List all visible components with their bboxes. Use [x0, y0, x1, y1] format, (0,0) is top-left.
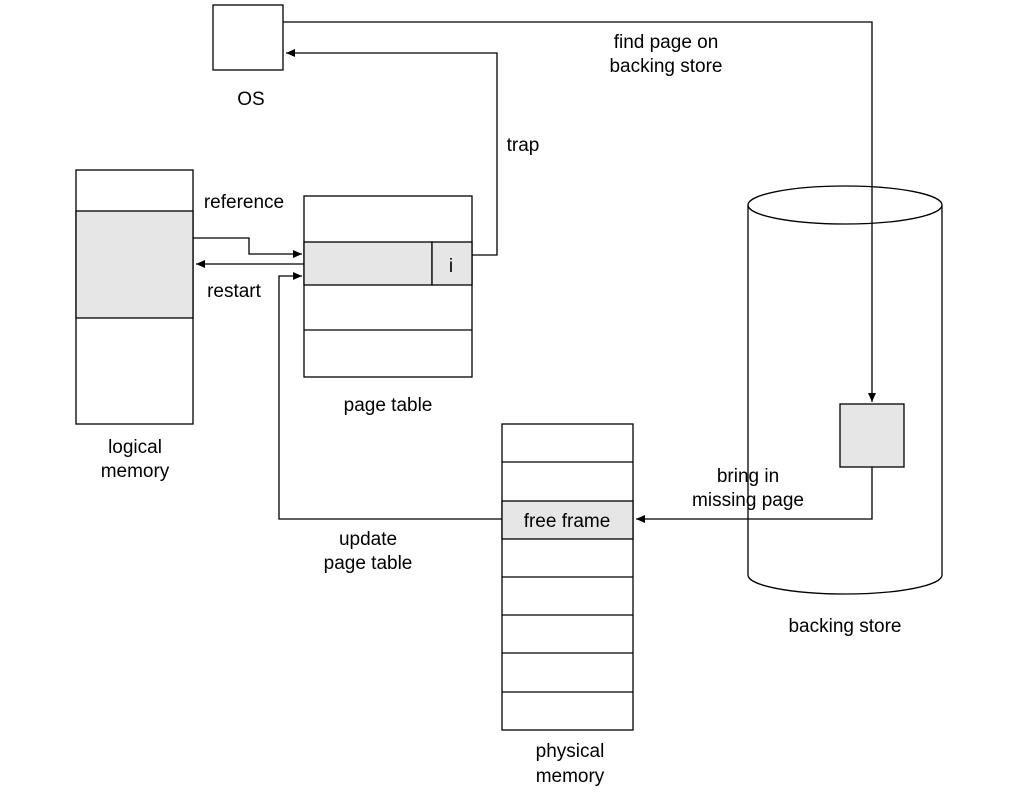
- logical-memory-referenced-page: [75, 210, 194, 319]
- page-table: [303, 195, 473, 378]
- update-page-table-arrow: [278, 272, 502, 520]
- restart-label: restart: [207, 281, 262, 302]
- trap-label: trap: [507, 135, 540, 156]
- physical-memory-label-line1: physical: [536, 741, 605, 762]
- find-page-label-line2: backing store: [609, 56, 722, 77]
- backing-store-label: backing store: [788, 616, 901, 637]
- backing-store-top: [747, 185, 943, 225]
- find-page-label-line1: find page on: [614, 32, 719, 53]
- backing-store-body: [747, 205, 943, 595]
- page-table-label: page table: [344, 395, 433, 416]
- os-label: OS: [237, 89, 264, 110]
- physical-memory: [501, 423, 634, 731]
- os-box: [212, 4, 284, 71]
- find-page-arrow: [283, 21, 876, 402]
- missing-page-block: [839, 403, 905, 468]
- invalid-bit-label: i: [449, 256, 453, 277]
- update-label-line2: page table: [324, 553, 413, 574]
- physical-memory-label-line2: memory: [536, 766, 605, 787]
- trap-arrow: [286, 49, 498, 256]
- backing-store: [747, 185, 943, 595]
- logical-memory-label-line1: logical: [108, 437, 162, 458]
- page-table-entry: [303, 241, 433, 286]
- update-label-line1: update: [339, 529, 397, 550]
- free-frame-label: free frame: [524, 511, 611, 532]
- page-table-frame: [303, 195, 473, 378]
- logical-memory-label-line2: memory: [101, 461, 170, 482]
- reference-label: reference: [204, 192, 284, 213]
- page-table-valid-bit-cell: [431, 241, 473, 286]
- bring-in-label-line2: missing page: [692, 490, 804, 511]
- reference-arrow: [193, 237, 302, 258]
- logical-memory: [75, 169, 194, 425]
- bring-in-label-line1: bring in: [717, 466, 779, 487]
- free-frame: [501, 500, 634, 540]
- bring-in-arrow: [636, 467, 873, 523]
